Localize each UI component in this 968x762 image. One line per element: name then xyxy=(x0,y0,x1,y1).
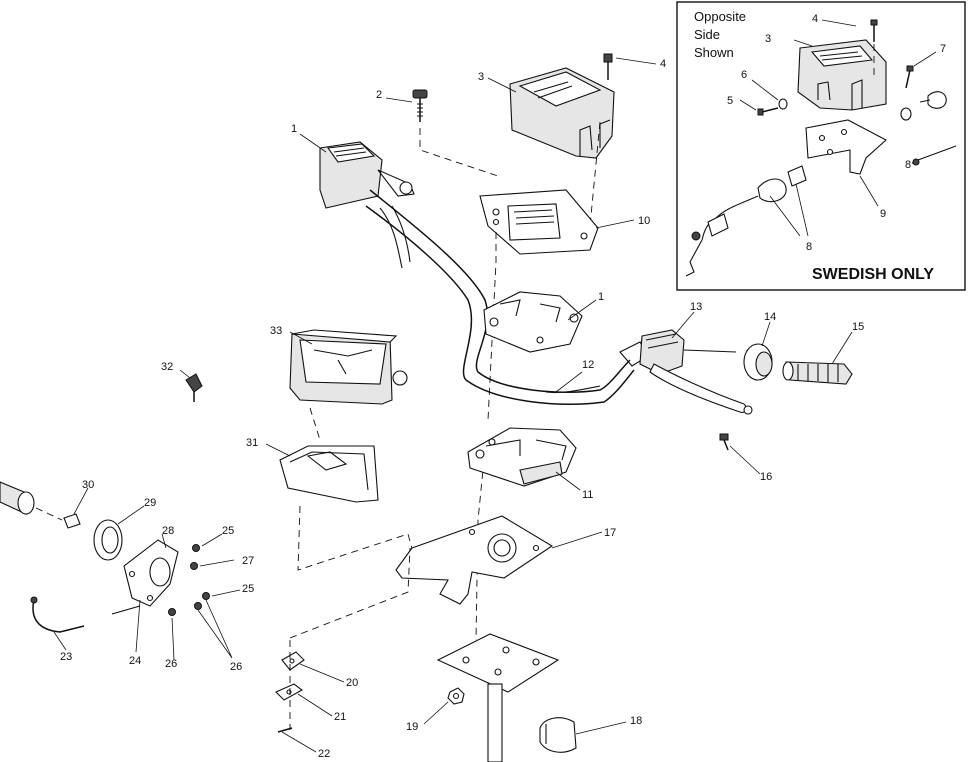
callout-25a: 25 xyxy=(222,525,234,537)
part-switch-cover xyxy=(509,67,615,159)
inset-switch-housing xyxy=(797,39,887,111)
part-lower-clamp xyxy=(467,427,577,487)
inset-callout-4: 4 xyxy=(812,13,818,25)
part-mount-plate xyxy=(395,515,554,605)
callout-18: 18 xyxy=(630,715,642,727)
callout-28: 28 xyxy=(162,525,174,537)
inset-caption-line-1: Opposite xyxy=(694,9,746,24)
part-instrument-base xyxy=(279,407,415,571)
inset-screw-5 xyxy=(757,98,788,116)
part-housing-24 xyxy=(123,539,179,607)
part-screws-25-27 xyxy=(111,544,210,616)
part-bracket-21 xyxy=(275,683,304,701)
part-sensor-wire-23 xyxy=(30,596,85,633)
inset-callout-3: 3 xyxy=(765,33,771,45)
part-right-master-cylinder xyxy=(639,329,753,415)
inset-screw-4 xyxy=(870,19,878,78)
inset-ignition-switch xyxy=(685,165,807,277)
callout-16: 16 xyxy=(760,471,772,483)
inset-callout-6: 6 xyxy=(741,69,747,81)
part-screw-2 xyxy=(412,89,499,177)
callout-11: 11 xyxy=(582,489,593,501)
callout-32: 32 xyxy=(161,361,173,373)
inset-screw-7 xyxy=(900,65,914,121)
callout-23: 23 xyxy=(60,651,72,663)
part-steering-post xyxy=(436,633,560,762)
inset-key-switch xyxy=(912,91,957,166)
callout-1-star: 1 xyxy=(598,291,604,303)
callout-33: 33 xyxy=(270,325,282,337)
inset-callout-9: 9 xyxy=(880,208,886,220)
callout-4: 4 xyxy=(660,58,666,70)
callout-31: 31 xyxy=(246,437,258,449)
callout-25c: 26 xyxy=(165,658,177,670)
part-grip-end xyxy=(743,343,773,381)
part-top-plate xyxy=(479,189,599,255)
part-screw-16 xyxy=(719,433,729,451)
part-speedometer xyxy=(289,329,408,405)
callout-26: 26 xyxy=(230,661,242,673)
callout-21: 21 xyxy=(334,711,346,723)
inset-callout-8a: 8 xyxy=(905,159,911,171)
part-ring-29 xyxy=(93,519,123,561)
part-upper-clamp xyxy=(483,291,583,353)
callout-19: 19 xyxy=(406,721,418,733)
callout-3: 3 xyxy=(478,71,484,83)
inset-panel: Opposite Side Shown SWEDISH ONLY xyxy=(676,1,966,291)
part-bushing-30 xyxy=(0,481,81,529)
callout-25b: 25 xyxy=(242,583,254,595)
part-handlebar xyxy=(365,189,649,405)
part-screw-4 xyxy=(589,53,613,227)
inset-banner: SWEDISH ONLY xyxy=(812,266,934,283)
inset-caption-line-2: Side xyxy=(694,27,720,42)
callout-24: 24 xyxy=(129,655,141,667)
inset-callout-8b: 8 xyxy=(806,241,812,253)
part-left-switch-housing xyxy=(319,141,415,209)
inset-bracket xyxy=(805,119,887,175)
callout-13: 13 xyxy=(690,301,702,313)
part-post-clamp xyxy=(539,717,577,753)
part-grip xyxy=(782,361,853,385)
part-throttle-cable xyxy=(545,385,601,394)
callout-17: 17 xyxy=(604,527,616,539)
part-bracket-20 xyxy=(281,651,305,671)
callout-27: 27 xyxy=(242,555,254,567)
callout-22: 22 xyxy=(318,748,330,760)
inset-callout-5: 5 xyxy=(727,95,733,107)
callout-14: 14 xyxy=(764,311,776,323)
callout-15: 15 xyxy=(852,321,864,333)
callout-10: 10 xyxy=(638,215,650,227)
callout-1: 1 xyxy=(291,123,297,135)
callout-12: 12 xyxy=(582,359,594,371)
callout-20: 20 xyxy=(346,677,358,689)
inset-callout-7: 7 xyxy=(940,43,946,55)
part-nut-19 xyxy=(447,687,465,705)
callout-30: 30 xyxy=(82,479,94,491)
part-clip-32 xyxy=(185,373,203,402)
inset-caption-line-3: Shown xyxy=(694,45,734,60)
callout-29: 29 xyxy=(144,497,156,509)
callout-2: 2 xyxy=(376,89,382,101)
